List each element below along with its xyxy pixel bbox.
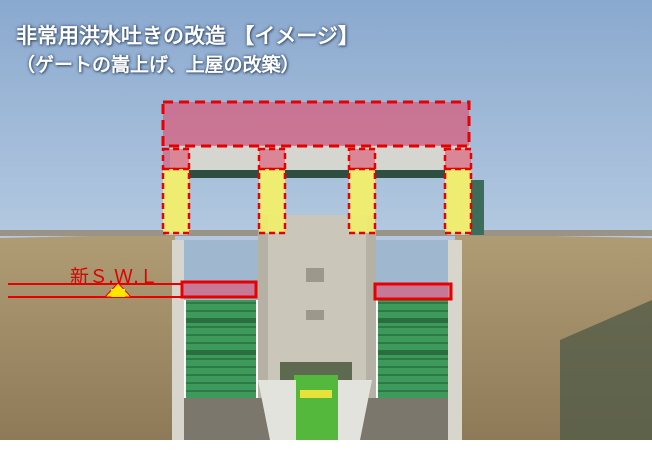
- column-cap-highlight-4: [443, 147, 473, 171]
- column-raise-highlight-2: [257, 167, 287, 235]
- image-title: 非常用洪水吐きの改造 【イメージ】: [16, 24, 359, 48]
- right-side-wall: [448, 240, 462, 440]
- central-green-machinery: [294, 375, 338, 440]
- column-raise-highlight-1: [161, 167, 191, 235]
- bridge-deck-underside: [170, 170, 470, 178]
- column-raise-highlight-3: [347, 167, 377, 235]
- left-hillside: [0, 234, 175, 440]
- right-gate-raise-highlight: [373, 282, 453, 301]
- green-mesh-fence: [560, 300, 652, 440]
- column-cap-highlight-3: [347, 147, 377, 171]
- left-guide-wall: [258, 380, 296, 440]
- new-swl-label: 新Ｓ.Ｗ.Ｌ: [70, 266, 159, 288]
- left-side-wall: [172, 240, 184, 440]
- left-green-gate: [186, 300, 256, 398]
- left-gate-raise-highlight: [180, 280, 258, 299]
- column-cap-highlight-1: [161, 147, 191, 171]
- right-green-gate: [378, 300, 448, 398]
- image-subtitle: （ゲートの嵩上げ、上屋の改築）: [16, 54, 300, 76]
- right-guide-wall: [338, 380, 372, 440]
- column-raise-highlight-4: [443, 167, 473, 235]
- deck-railing-right: [470, 180, 484, 235]
- column-cap-highlight-2: [257, 147, 287, 171]
- roof-rebuild-highlight: [161, 100, 471, 148]
